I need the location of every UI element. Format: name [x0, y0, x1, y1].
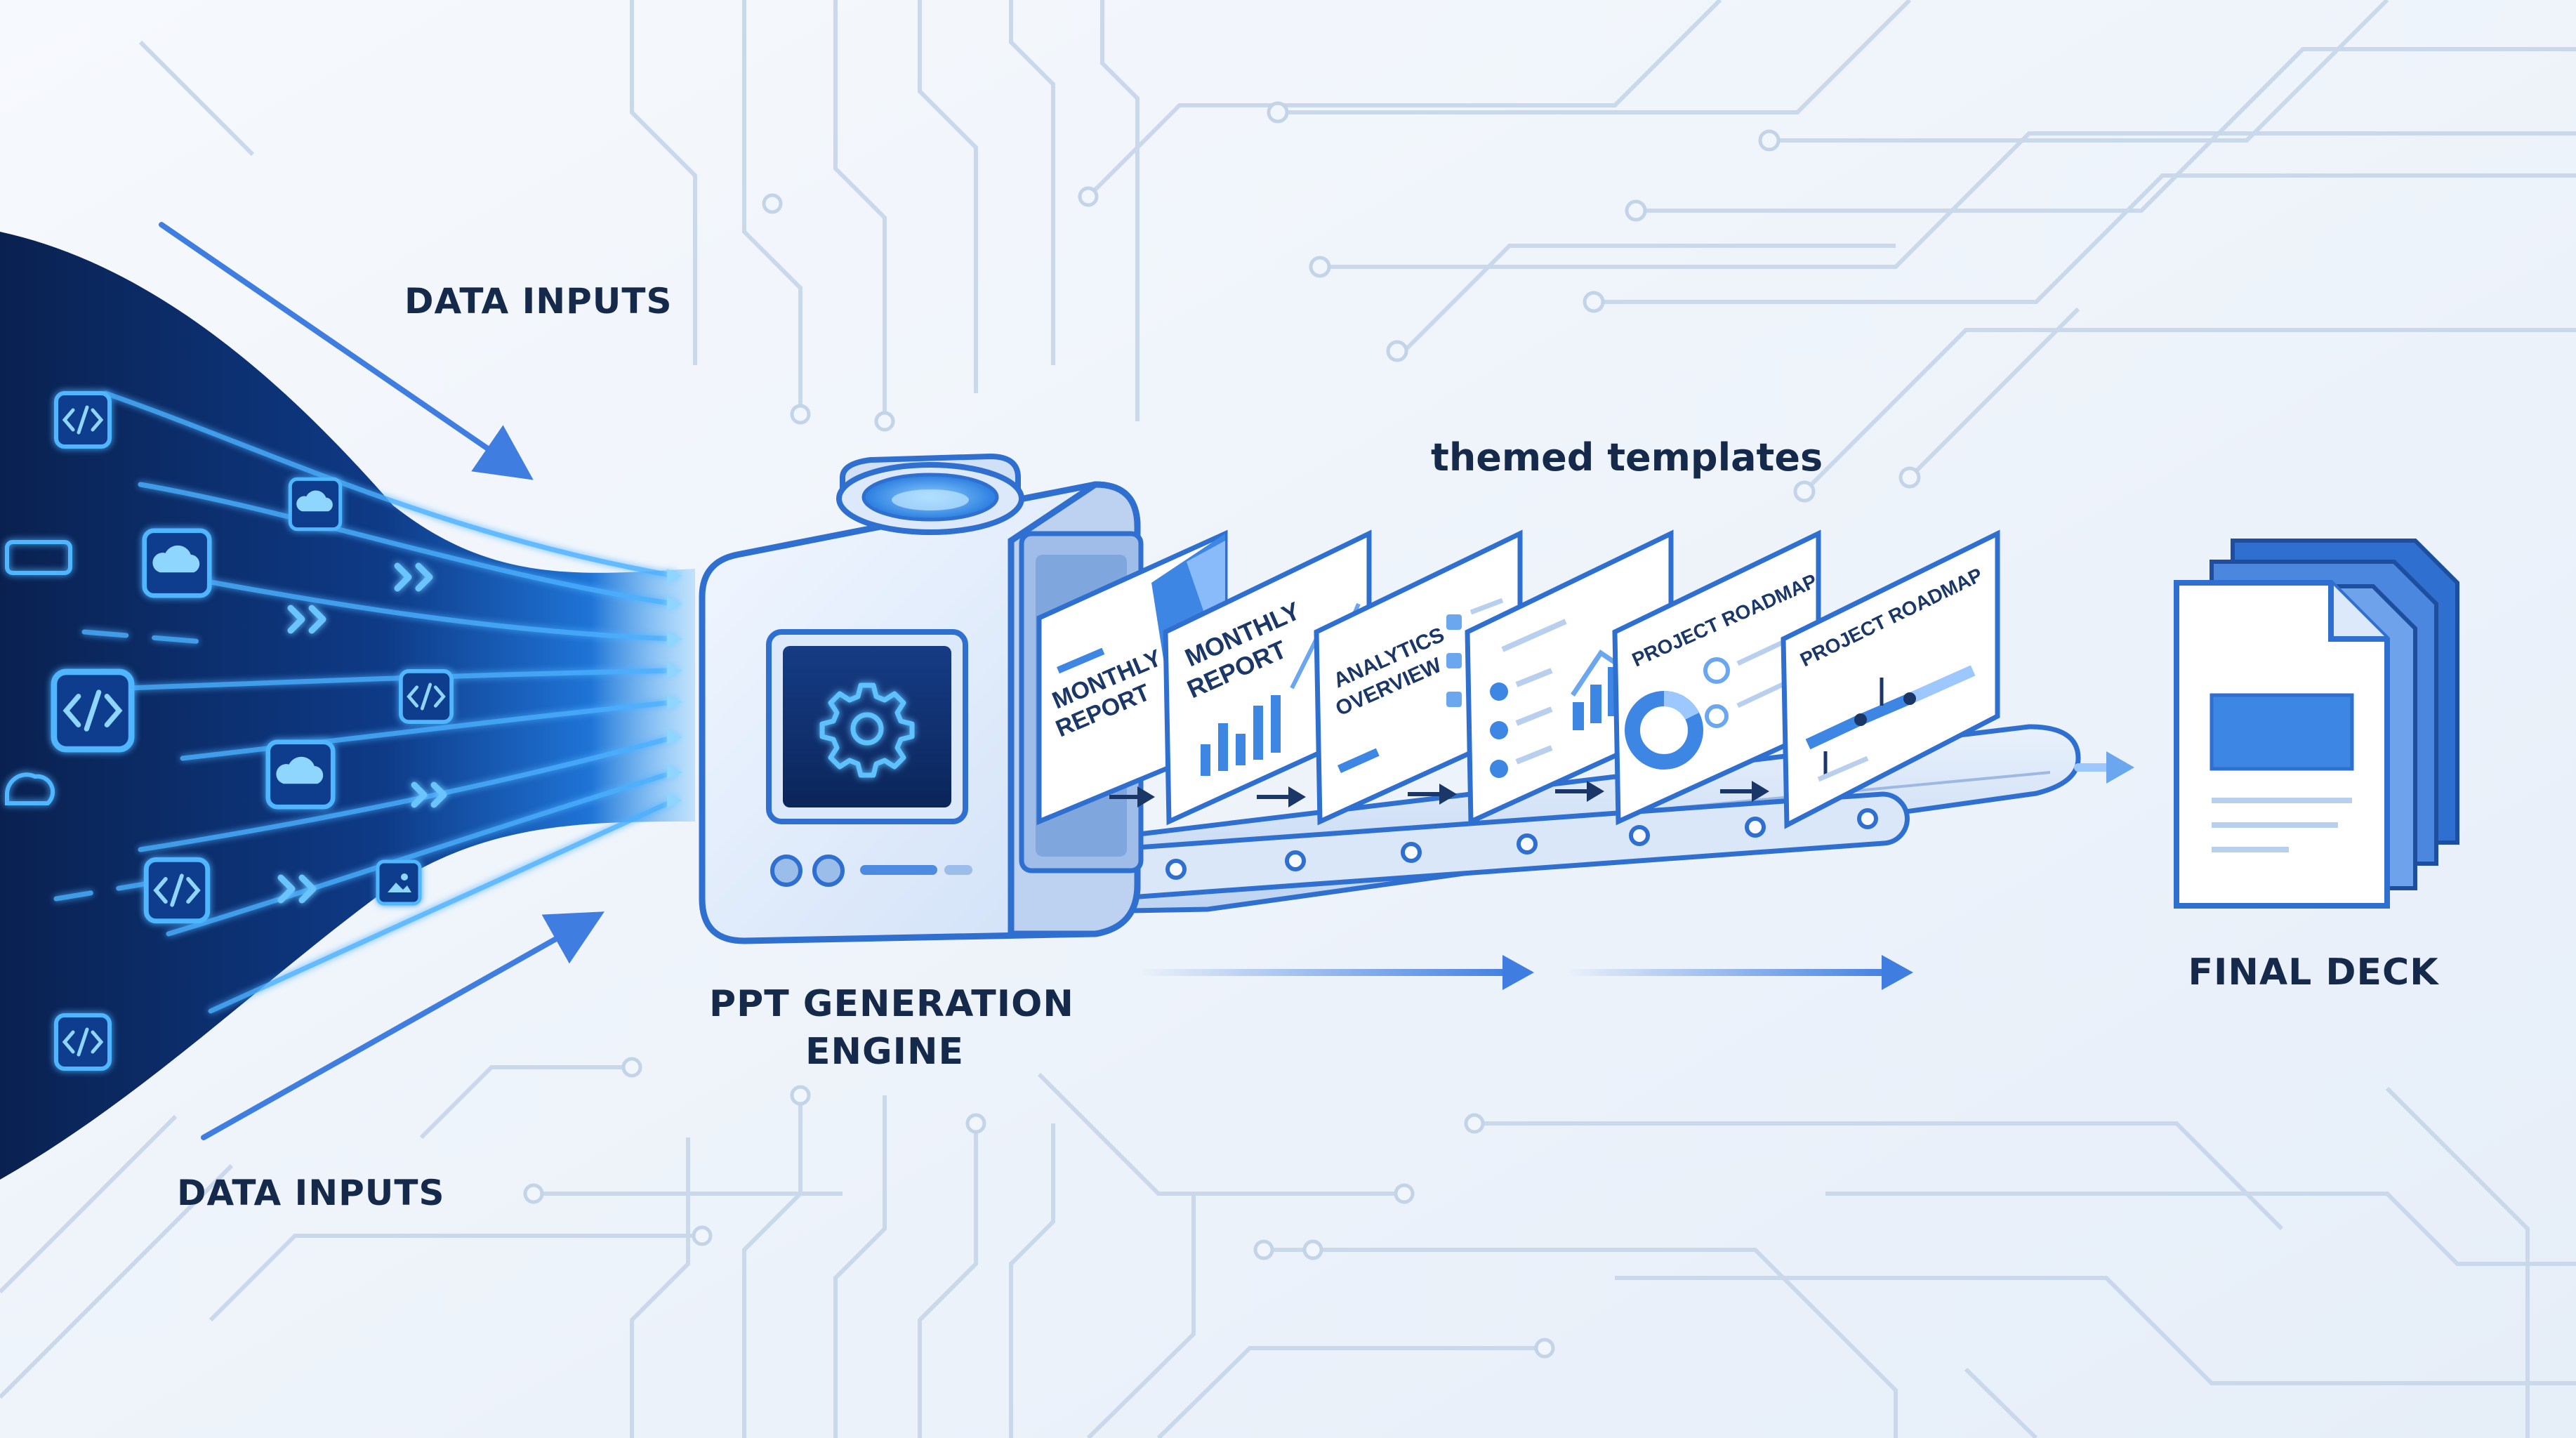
code-icon	[401, 671, 451, 722]
data-stream	[0, 232, 695, 1180]
input-icons	[5, 393, 451, 1069]
final-deck	[2174, 539, 2459, 909]
slides: MONTHLY REPORT MONTHLY REPORT ANALYTICS …	[1036, 529, 2000, 829]
document-icon	[2174, 580, 2390, 909]
label-data-inputs-bottom: DATA INPUTS	[177, 1173, 445, 1213]
code-icon	[146, 859, 207, 921]
chevrons-icon	[287, 605, 326, 634]
output-arrows	[1137, 751, 2134, 990]
image-icon	[376, 859, 422, 906]
circuit-nodes	[523, 101, 1921, 1359]
gear-icon	[819, 682, 915, 778]
slide-flow-arrows	[1109, 781, 1769, 807]
input-arrows	[159, 222, 605, 1140]
label-engine-line1: PPT GENERATION	[709, 983, 1074, 1025]
cloud-icon	[290, 479, 340, 529]
chevrons-icon	[277, 874, 317, 904]
label-themed-templates: themed templates	[1431, 435, 1823, 480]
label-data-inputs-top: DATA INPUTS	[404, 281, 673, 322]
cloud-icon	[145, 531, 209, 595]
code-icon	[56, 393, 110, 447]
label-engine-line2: ENGINE	[805, 1031, 965, 1073]
chevrons-icon	[394, 562, 433, 592]
code-icon	[54, 672, 131, 749]
cloud-icon	[268, 742, 333, 807]
label-final-deck: FINAL DECK	[2188, 951, 2439, 994]
chevrons-icon	[411, 781, 447, 808]
code-icon	[56, 1015, 110, 1069]
